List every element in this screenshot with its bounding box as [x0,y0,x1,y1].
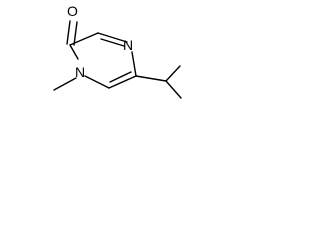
bond-n1-methyl [53,77,77,91]
structure-diagram: O N N [53,3,182,99]
atom-oxygen: O [67,3,78,19]
bond-c2-o-2 [73,21,78,46]
bond-c3-n4 [97,32,128,43]
bond-n1-c2 [69,44,79,60]
bond-c2-o-1 [66,20,71,45]
bond-ch-ch3-b [165,80,182,99]
bond-c2-c3 [69,32,99,46]
molecule-canvas: O N N [0,0,239,133]
bond-ch-ch3-a [165,65,181,82]
atom-nitrogen-top: N [123,37,133,53]
bond-c3-n4-inner [100,38,125,47]
bond-c5-c6-inner [109,71,132,83]
atom-nitrogen-ring: N [75,64,85,80]
bond-c6-n1 [84,75,110,89]
bond-c5-ch [135,75,167,82]
bond-c5-c6 [108,75,137,89]
bond-n4-c5 [131,51,137,77]
